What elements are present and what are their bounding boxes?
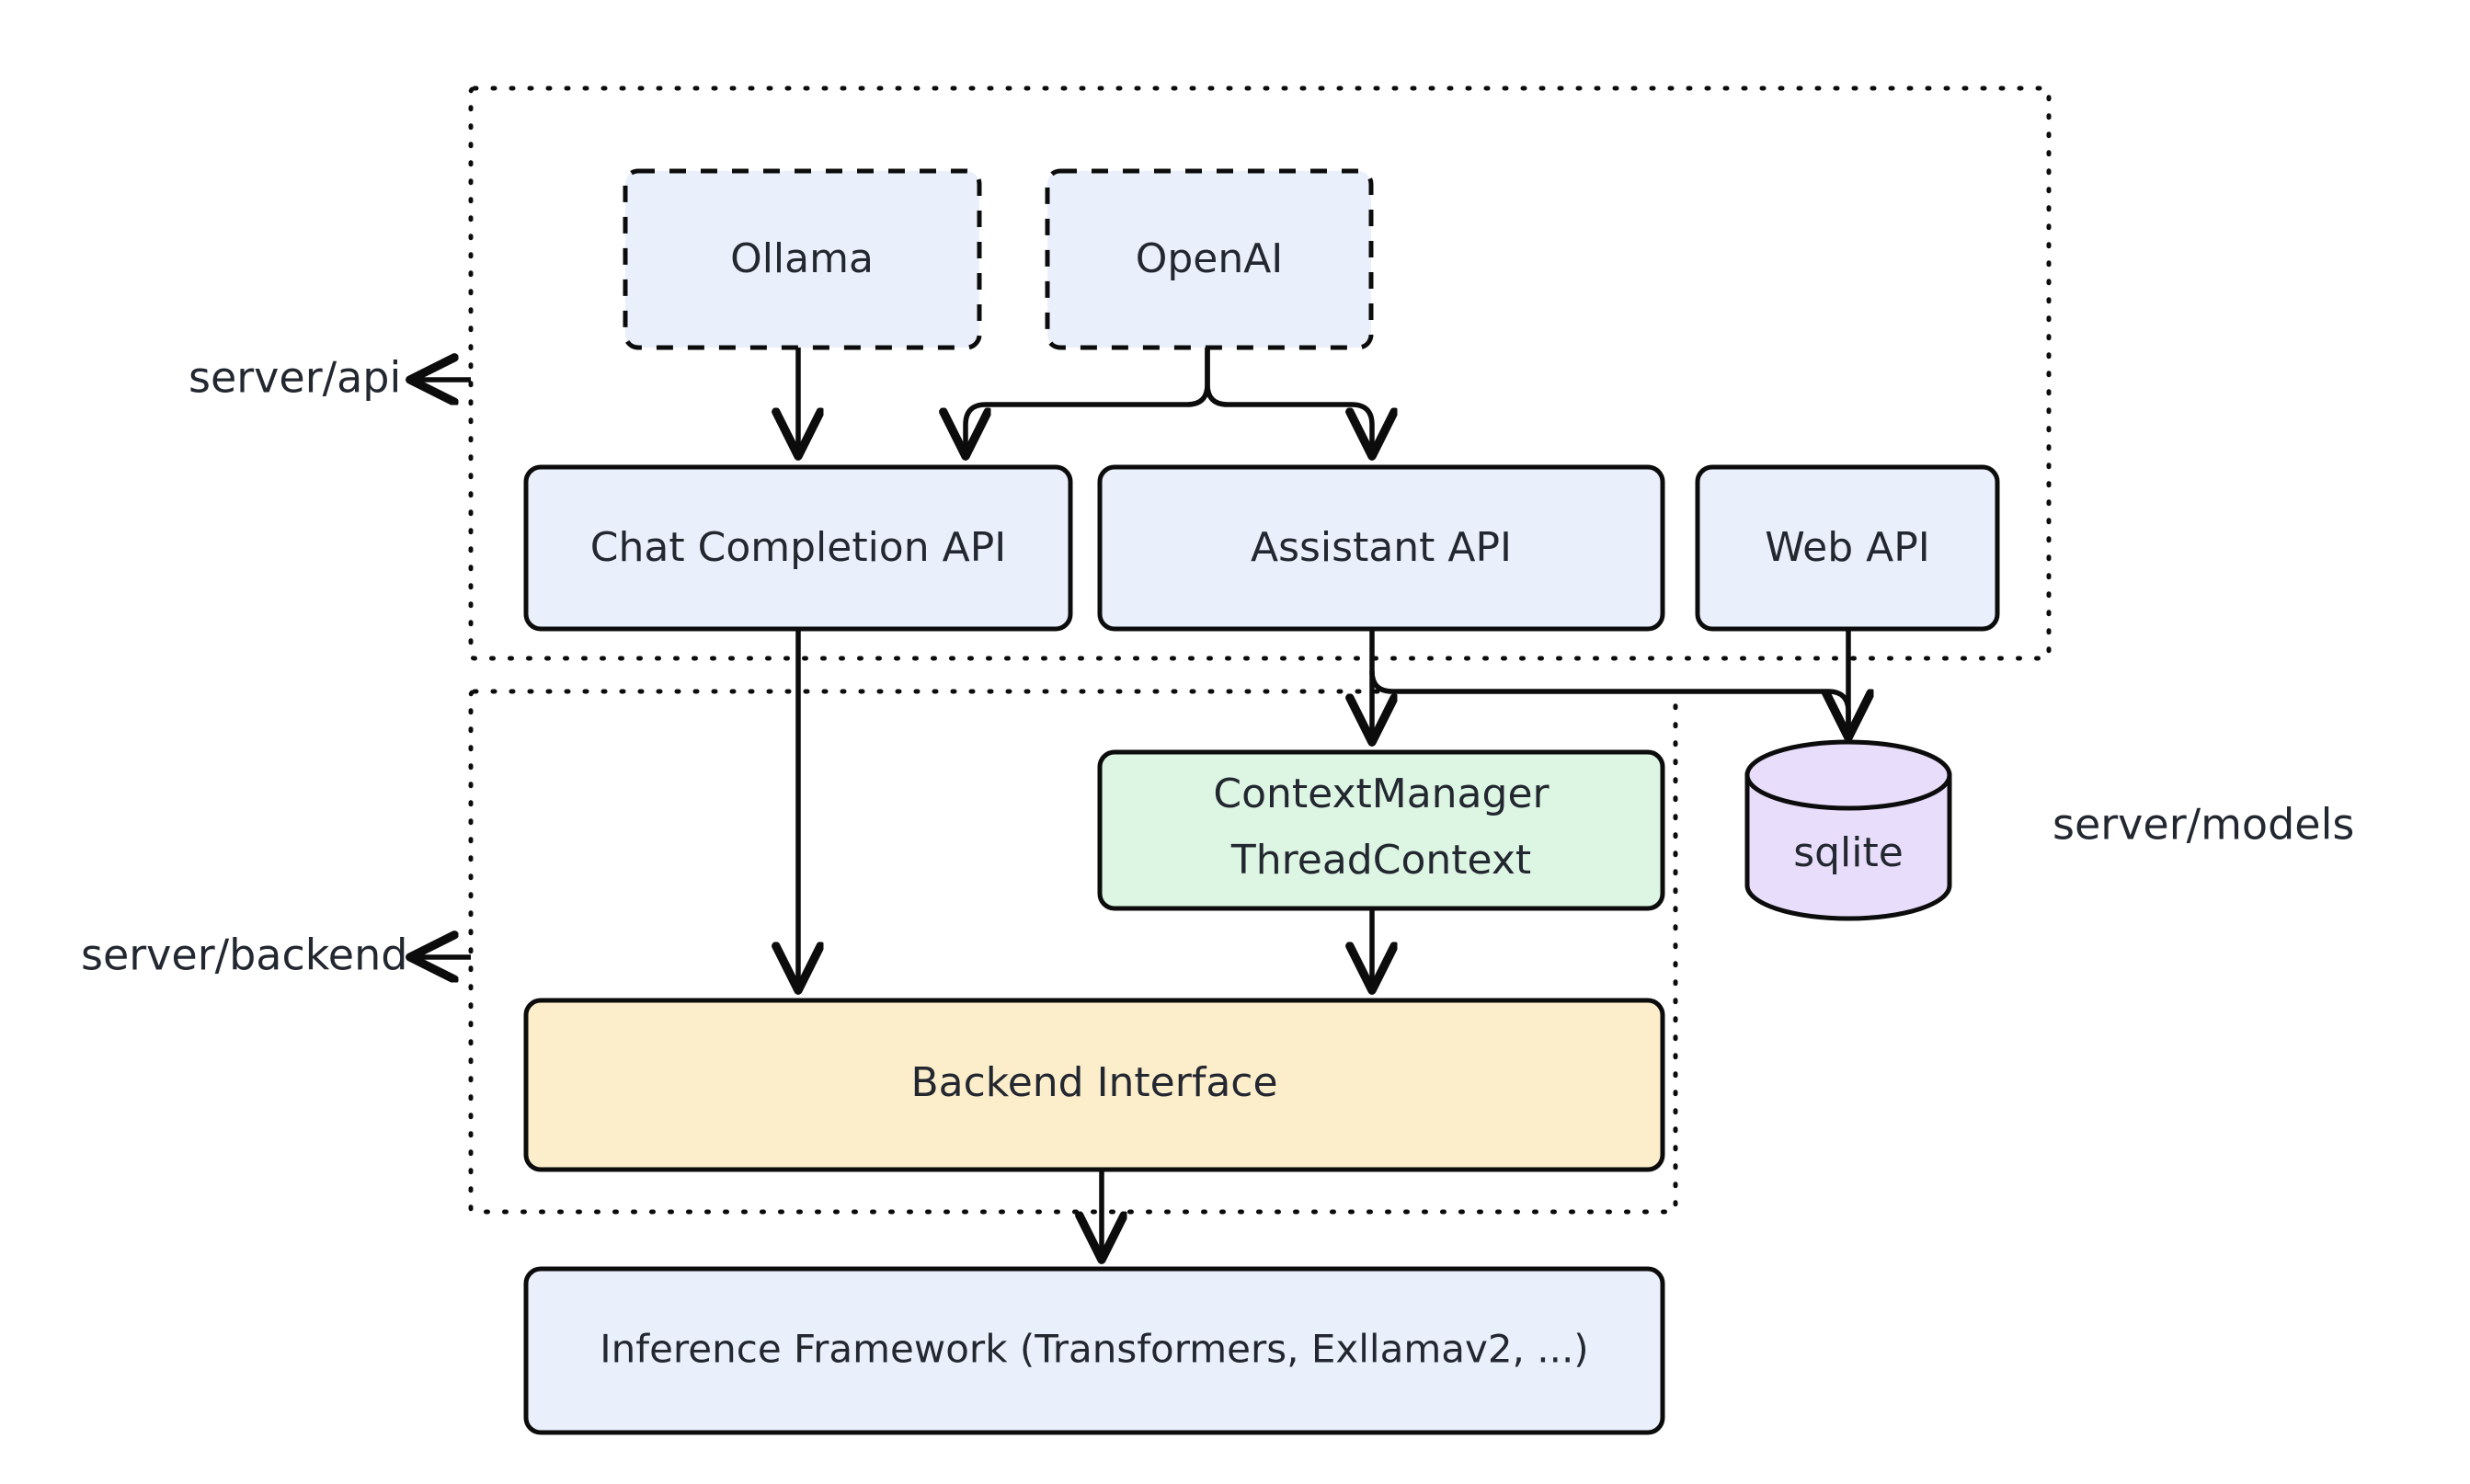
- node-ollama-shape: [623, 168, 982, 350]
- node-assistant-api-shape: [1097, 464, 1665, 632]
- node-web-api[interactable]: Web API: [1695, 464, 2000, 632]
- node-backend-interface-label: Backend Interface: [910, 1059, 1277, 1106]
- group-label-server-models: server/models: [2053, 800, 2354, 850]
- node-sqlite-body: [1744, 772, 1952, 921]
- node-assistant-api-label: Assistant API: [1251, 524, 1512, 571]
- node-ollama[interactable]: Ollama: [623, 168, 982, 350]
- node-context-manager-label-line-2: ThreadContext: [1230, 837, 1531, 884]
- group-label-server-api: server/api: [189, 353, 401, 403]
- node-assistant-api[interactable]: Assistant API: [1097, 464, 1665, 632]
- node-openai[interactable]: OpenAI: [1045, 168, 1374, 350]
- node-context-manager-shape: [1097, 749, 1665, 911]
- node-inference-framework-label: Inference Framework (Transformers, Exlla…: [600, 1327, 1588, 1372]
- edge-openai-to-chat-completion-api: [966, 348, 1210, 454]
- node-chat-completion-api[interactable]: Chat Completion API: [523, 464, 1073, 632]
- node-openai-shape: [1045, 168, 1374, 350]
- node-context-manager-label-line-1: ContextManager: [1213, 771, 1549, 817]
- node-sqlite[interactable]: sqlite: [1744, 739, 1952, 921]
- node-backend-interface[interactable]: Backend Interface: [523, 998, 1665, 1172]
- group-container-server-api: [468, 86, 2052, 661]
- node-backend-interface-shape: [523, 998, 1665, 1172]
- node-chat-completion-api-label: Chat Completion API: [590, 524, 1006, 571]
- node-context-manager[interactable]: ContextManager ThreadContext: [1097, 749, 1665, 911]
- group-container-server-backend: [468, 689, 1678, 1215]
- node-web-api-label: Web API: [1765, 524, 1930, 571]
- node-inference-framework[interactable]: Inference Framework (Transformers, Exlla…: [523, 1266, 1665, 1435]
- node-chat-completion-api-shape: [523, 464, 1073, 632]
- group-label-server-backend: server/backend: [81, 930, 407, 980]
- edge-assistant-api-to-sqlite: [1369, 670, 1848, 736]
- node-web-api-shape: [1695, 464, 2000, 632]
- edge-openai-to-assistant-api: [1205, 348, 1372, 454]
- node-inference-framework-shape: [523, 1266, 1665, 1435]
- node-openai-label: OpenAI: [1136, 235, 1284, 282]
- node-ollama-label: Ollama: [730, 235, 874, 282]
- node-sqlite-top: [1744, 739, 1952, 811]
- node-sqlite-label: sqlite: [1793, 829, 1904, 876]
